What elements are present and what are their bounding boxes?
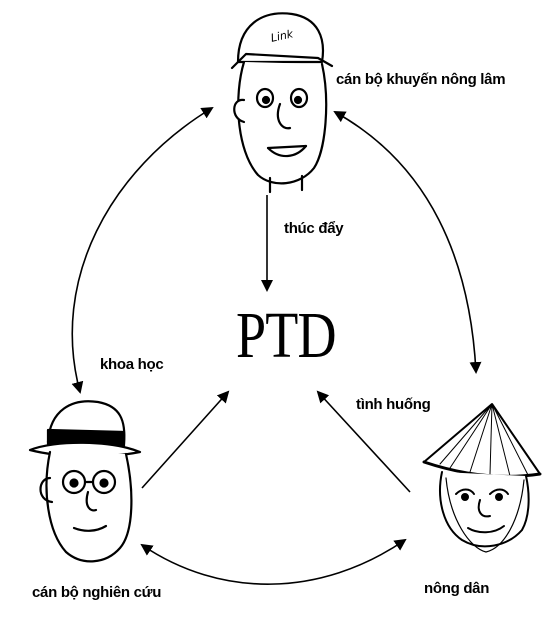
label-researcher: cán bộ nghiên cứu: [32, 584, 162, 601]
hat-logo-text: Link: [270, 27, 295, 45]
arrow-officer-farmer: [333, 111, 482, 374]
farmer-with-conical-hat-icon: [422, 403, 542, 553]
arrow-situation: [316, 390, 411, 493]
arrow-researcher-farmer: [140, 538, 407, 585]
man-with-glasses-and-hat-icon: [28, 400, 142, 563]
man-with-cap-icon: [230, 12, 334, 194]
label-science: khoa học: [100, 356, 164, 373]
label-situation: tình huống: [356, 396, 431, 413]
label-facilitate: thúc đẩy: [284, 220, 344, 237]
arrow-science: [141, 390, 230, 489]
label-extension-officer: cán bộ khuyến nông lâm: [336, 71, 506, 88]
ptd-center-label: PTD: [236, 299, 337, 372]
arrow-officer-researcher: [71, 106, 214, 394]
label-farmer: nông dân: [424, 580, 490, 597]
